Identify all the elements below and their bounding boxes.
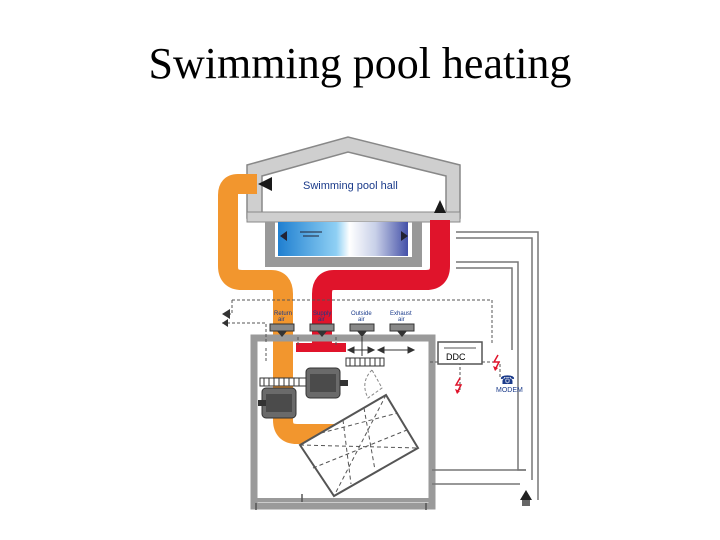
damper-label-supply-line2: air [318,317,325,323]
damper-outside-air [349,323,375,356]
plant-room [250,334,436,510]
pool-inlet-arrow-left [280,231,287,241]
phone-icon: ☎ [500,373,515,387]
external-sensor-arrow [222,309,230,319]
base-markers [255,494,427,510]
bypass-duct-outline [364,369,383,399]
pool-inlet-arrow-right [401,231,408,241]
damper-label-return-line1: Return [274,311,292,317]
heating-coil [259,377,307,387]
modem-label: MODEM [496,387,523,394]
supply-air-arrow [434,200,446,213]
damper-label-exhaust-line1: Exhaust [390,311,412,317]
supply-air-plenum [296,343,346,352]
pool-water [278,222,408,256]
damper-exhaust-air [389,323,415,337]
damper-supply-air [309,323,335,337]
damper-label-supply-line1: Supply [313,311,331,317]
damper-label-return-line2: air [278,317,285,323]
power-symbol-icon-2 [454,377,463,394]
damper-label-outside-line1: Outside [351,311,372,317]
slide-title: Swimming pool heating [148,39,572,88]
supply-air-duct [312,220,450,346]
damper-label-outside-line2: air [358,317,365,323]
exhaust-fan [258,387,297,419]
sensor-row [346,346,416,354]
return-air-duct [218,174,340,444]
return-air-arrow [258,177,272,191]
damper-return-air [269,323,295,337]
ddc-label: DDC [446,352,466,362]
hall-building [246,136,461,267]
damper-label-exhaust-line2: air [398,317,405,323]
modem-unit: ☎ MODEM [496,373,523,394]
outdoor-air-filter [345,357,385,367]
pipework-right [432,231,539,500]
heat-exchanger [298,393,420,498]
supply-fan [305,367,348,399]
power-symbol-icon [492,354,501,371]
ddc-controller: DDC [437,341,483,365]
hall-label: Swimming pool hall [303,180,398,192]
pipe-flow-arrow [520,490,532,500]
